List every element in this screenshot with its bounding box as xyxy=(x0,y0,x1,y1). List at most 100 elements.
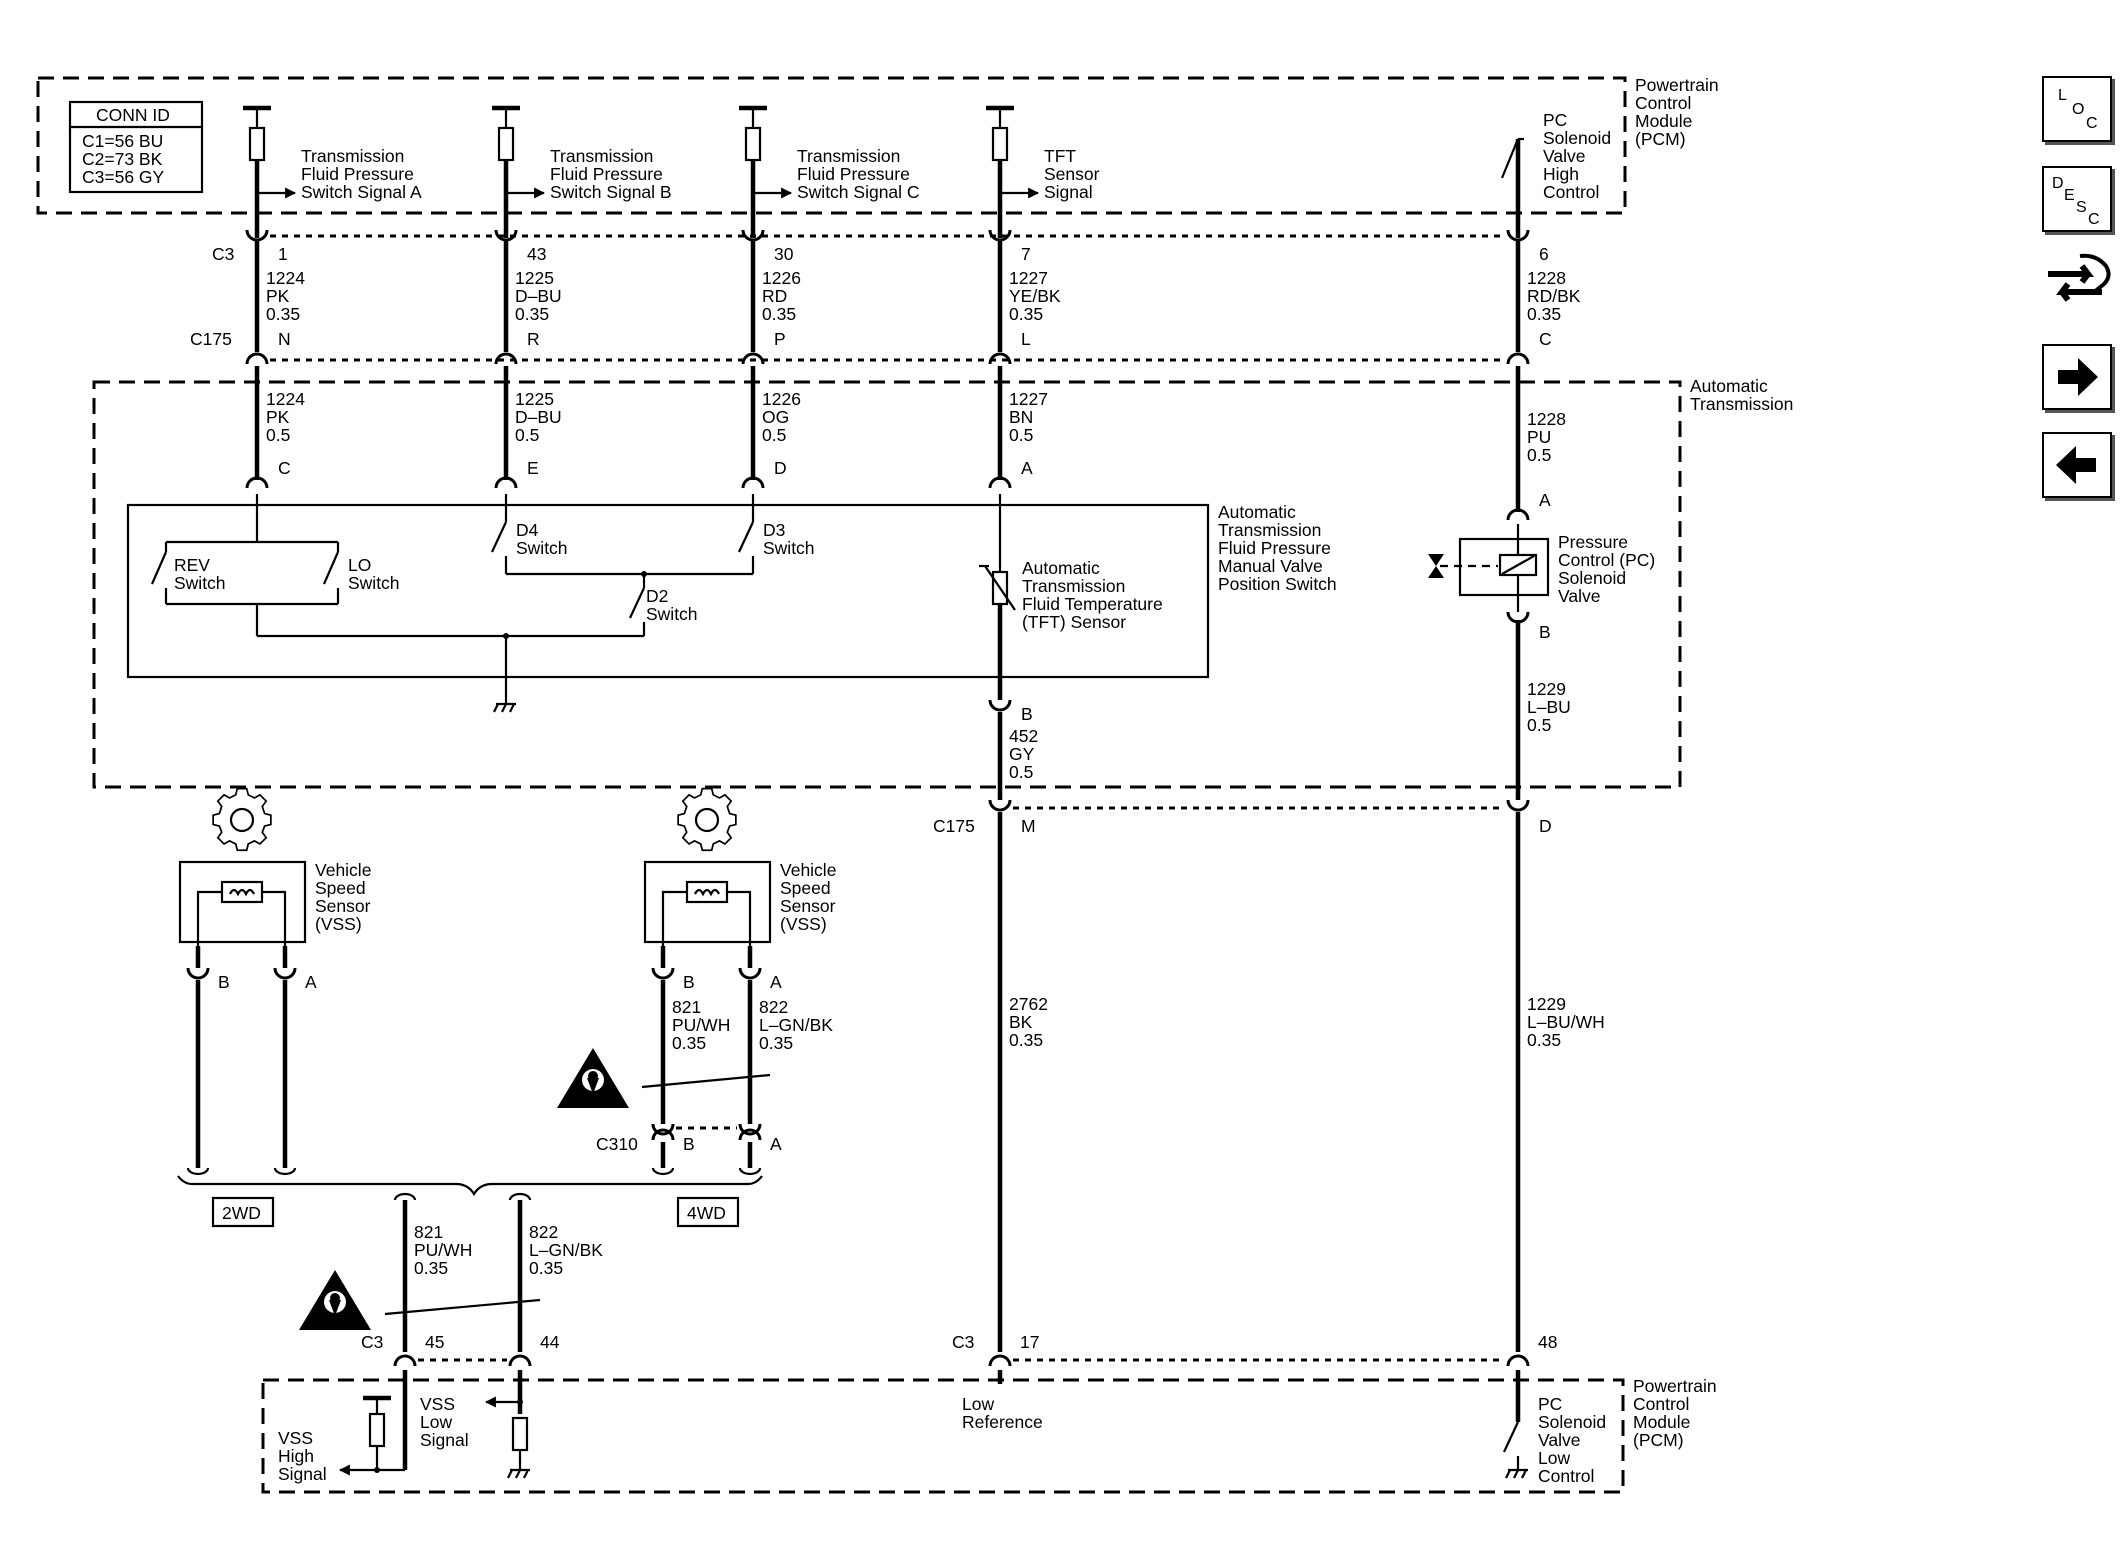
next-button[interactable] xyxy=(2042,344,2112,410)
d3-switch-line-1: D3 xyxy=(763,520,785,540)
w1224-circuit: 1224 xyxy=(266,268,305,288)
switch-labels: REV Switch LO Switch D4 Switch D3 Switch… xyxy=(174,520,1163,632)
d2-switch-line-1: D2 xyxy=(646,586,668,606)
w1227-circuit-lower: 1227 xyxy=(1009,389,1048,409)
pcm-bottom-label: Powertrain Control Module (PCM) xyxy=(1633,1376,1717,1450)
signal-a-line-1: Transmission xyxy=(301,146,404,166)
c175-pin-n: N xyxy=(278,329,291,349)
trans-pin-d: D xyxy=(774,458,787,478)
vss-2wd-line-1: Vehicle xyxy=(315,860,371,880)
c3-pin-48: 48 xyxy=(1538,1332,1557,1352)
gear-icon xyxy=(677,787,737,852)
w1228-color-lower: PU xyxy=(1527,427,1551,447)
c3-pin-1: 1 xyxy=(278,244,288,264)
pcm-top-inputs xyxy=(243,105,1524,238)
c3-connector-row-bottom: C3 45 44 C3 17 48 xyxy=(361,1332,1557,1367)
w452-gauge: 0.5 xyxy=(1009,762,1033,782)
description-icon: D E S C xyxy=(2052,175,2100,228)
c175-pin-l: L xyxy=(1021,329,1031,349)
tft-sensor-line-2: Transmission xyxy=(1022,576,1125,596)
pcm-top-line-2: Control xyxy=(1635,93,1691,113)
d4-switch-line-1: D4 xyxy=(516,520,539,540)
w822-lower-gauge: 0.35 xyxy=(529,1258,563,1278)
vss-low-line-1: VSS xyxy=(420,1394,455,1414)
conn-id-table: CONN ID C1=56 BU C2=73 BK C3=56 GY xyxy=(68,100,204,194)
w821-upper-circuit: 821 xyxy=(672,997,701,1017)
loc-letter-o: O xyxy=(2072,101,2084,118)
w1227-color: YE/BK xyxy=(1009,286,1061,306)
switch-network xyxy=(150,494,1016,713)
vss-low-line-3: Signal xyxy=(420,1430,469,1450)
wires-c3-c175 xyxy=(254,240,1521,352)
c3-pin-44: 44 xyxy=(540,1332,560,1352)
signal-pc-high-line-1: PC xyxy=(1543,110,1567,130)
loc-letter-c: C xyxy=(2086,115,2098,132)
w1227-circuit: 1227 xyxy=(1009,268,1048,288)
rev-switch-line-1: REV xyxy=(174,555,210,575)
signal-b-line-3: Switch Signal B xyxy=(550,182,672,202)
transmission-label: Automatic Transmission xyxy=(1690,376,1793,414)
c3-pin-7: 7 xyxy=(1021,244,1031,264)
desc-letter-d: D xyxy=(2052,175,2064,192)
loc-letter-l: L xyxy=(2058,87,2067,104)
vss-4wd-pin-a: A xyxy=(770,972,782,992)
variant-brace: 2WD 4WD xyxy=(177,1175,763,1228)
w1226-circuit-lower: 1226 xyxy=(762,389,801,409)
signal-a-line-2: Fluid Pressure xyxy=(301,164,414,184)
pcm-top-box xyxy=(36,76,1627,215)
tft-pin-b: B xyxy=(1021,704,1033,724)
c175-label-upper: C175 xyxy=(190,329,232,349)
w1229wh-gauge: 0.35 xyxy=(1527,1030,1561,1050)
w1224-gauge: 0.35 xyxy=(266,304,300,324)
vss-low-line-2: Low xyxy=(420,1412,452,1432)
w1229-color: L–BU xyxy=(1527,697,1571,717)
signal-pc-high-line-4: High xyxy=(1543,164,1579,184)
signal-pc-high-line-3: Valve xyxy=(1543,146,1585,166)
wire-labels-lower: 1224 PK 0.5 1225 D–BU 0.5 1226 OG 0.5 12… xyxy=(266,389,1566,465)
signal-c-line-1: Transmission xyxy=(797,146,900,166)
previous-button[interactable] xyxy=(2042,432,2112,498)
gear-icon xyxy=(212,787,272,852)
trans-line-1: Automatic xyxy=(1690,376,1768,396)
pc-low-line-4: Low xyxy=(1538,1448,1570,1468)
w1224-circuit-lower: 1224 xyxy=(266,389,305,409)
mv-line-4: Manual Valve xyxy=(1218,556,1323,576)
w821-upper-color: PU/WH xyxy=(672,1015,730,1035)
manual-valve-switch-box xyxy=(126,503,1210,679)
w1229-gauge: 0.5 xyxy=(1527,715,1551,735)
c3-pin-30: 30 xyxy=(774,244,794,264)
trans-pin-e: E xyxy=(527,458,539,478)
warning-icon xyxy=(557,1048,629,1108)
vss-4wd-line-1: Vehicle xyxy=(780,860,836,880)
conn-id-row-1: C1=56 BU xyxy=(82,131,163,151)
d4-switch-line-2: Switch xyxy=(516,538,568,558)
wires-to-bottom-pcm: 2762 BK 0.35 1229 L–BU/WH 0.35 xyxy=(997,812,1605,1352)
signal-pc-high-line-2: Solenoid xyxy=(1543,128,1611,148)
w822-upper-gauge: 0.35 xyxy=(759,1033,793,1053)
c175-connector-row-lower: C175 M D xyxy=(933,799,1552,836)
c175-pin-d: D xyxy=(1539,816,1552,836)
w1227-color-lower: BN xyxy=(1009,407,1033,427)
pc-low-line-3: Valve xyxy=(1538,1430,1580,1450)
variant-2wd: 2WD xyxy=(222,1203,261,1223)
w1226-gauge-lower: 0.5 xyxy=(762,425,786,445)
location-icon: L O C xyxy=(2058,87,2098,132)
signal-tft-line-3: Signal xyxy=(1044,182,1093,202)
description-button[interactable]: D E S C xyxy=(2042,166,2112,232)
c310-connector: C310 B A xyxy=(596,1123,782,1176)
c3-pin-43: 43 xyxy=(527,244,546,264)
low-ref-line-1: Low xyxy=(962,1394,994,1414)
pcm-bottom-line-4: (PCM) xyxy=(1633,1430,1684,1450)
connector-end-view-button[interactable] xyxy=(2036,248,2116,318)
location-button[interactable]: L O C xyxy=(2042,76,2112,142)
vss-2wd-line-2: Speed xyxy=(315,878,366,898)
signal-a-line-3: Switch Signal A xyxy=(301,182,422,202)
trans-pin-a: A xyxy=(1021,458,1033,478)
vss-4wd-line-4: (VSS) xyxy=(780,914,827,934)
tft-sensor-line-1: Automatic xyxy=(1022,558,1100,578)
w1225-color-lower: D–BU xyxy=(515,407,562,427)
w452-circuit: 452 xyxy=(1009,726,1038,746)
pcm-top-line-3: Module xyxy=(1635,111,1692,131)
w1227-gauge-lower: 0.5 xyxy=(1009,425,1033,445)
signal-c-line-3: Switch Signal C xyxy=(797,182,920,202)
